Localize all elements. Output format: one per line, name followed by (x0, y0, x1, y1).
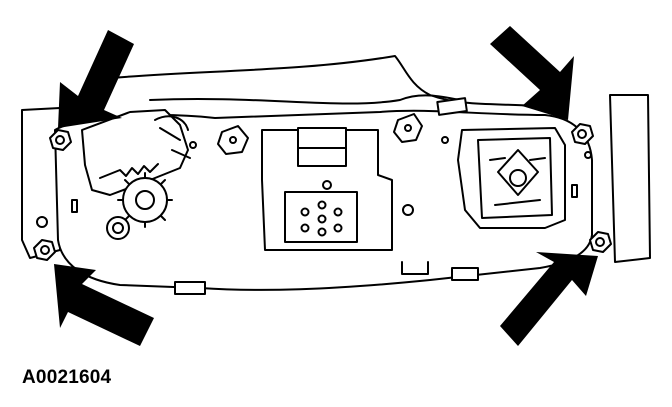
hex-bolt-icon (33, 239, 56, 261)
hex-bolt-icon (589, 231, 612, 253)
dashboard-inner-curve (149, 94, 461, 105)
pointer-arrow-icon (58, 30, 134, 128)
panel-slot-left (71, 199, 78, 213)
gear-hub (135, 190, 155, 210)
connector-pin-3 (333, 207, 343, 217)
connector-pin-6 (333, 223, 343, 233)
hex-bolt-icon (571, 123, 594, 145)
panel-hole-2 (402, 204, 414, 216)
connector-pin-4 (300, 223, 310, 233)
bottom-tab (401, 261, 429, 275)
clip-left-hole (229, 136, 237, 144)
figure-id-label: A0021604 (22, 367, 112, 388)
gear-rack (99, 163, 159, 179)
panel-hole-3 (441, 136, 449, 144)
panel-hole-1 (189, 141, 197, 149)
indicator-dot (322, 180, 332, 190)
right-module-inner (477, 137, 553, 219)
small-bolt-left (36, 216, 48, 228)
connector-pin-5 (317, 227, 327, 237)
hex-bolt-icon (49, 129, 72, 151)
right-frame (609, 94, 651, 263)
connector-pin-1 (300, 207, 310, 217)
right-module-detail (489, 157, 546, 206)
pointer-arrow-icon (500, 252, 598, 346)
connector-pin-2 (317, 200, 327, 210)
panel-hole-4 (584, 151, 592, 159)
connector-pin-center (317, 214, 327, 224)
pointer-arrow-icon (490, 26, 574, 120)
top-slot (436, 97, 468, 116)
panel-slot-right (571, 184, 578, 198)
gear-teeth (117, 172, 173, 228)
right-module-knob (509, 169, 527, 187)
clip-right-hole (404, 124, 412, 132)
pivot-bolt-inner (112, 222, 124, 234)
dashboard-upper-curve (111, 55, 561, 111)
bottom-slot-right (451, 267, 479, 281)
linkage-arm (154, 115, 191, 159)
bottom-slot-left (174, 281, 206, 295)
pointer-arrow-icon (54, 264, 154, 346)
